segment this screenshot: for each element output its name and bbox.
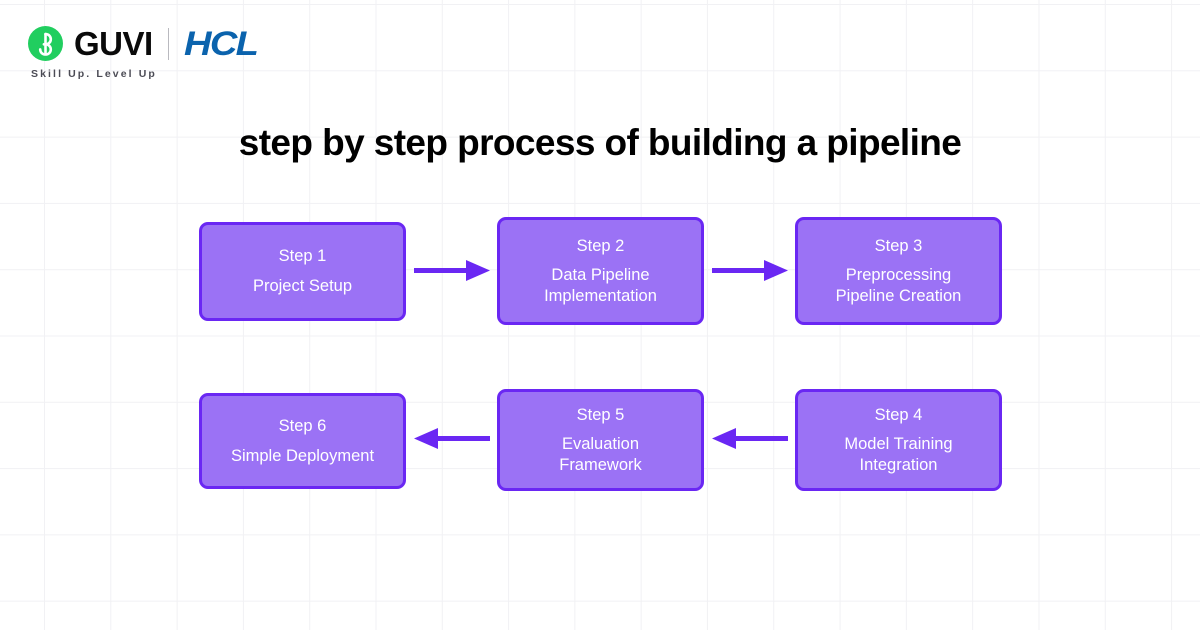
guvi-logo-icon (28, 26, 63, 61)
step-box-5[interactable]: Step 5 Evaluation Framework (497, 389, 704, 491)
brand-divider (167, 27, 169, 60)
step-1-label: Step 1 (278, 247, 327, 266)
step-box-4[interactable]: Step 4 Model Training Integration (795, 389, 1002, 491)
step-3-label: Step 3 (874, 236, 923, 255)
step-box-3[interactable]: Step 3 Preprocessing Pipeline Creation (795, 217, 1002, 325)
page-title: step by step process of building a pipel… (238, 122, 962, 163)
step-box-2[interactable]: Step 2 Data Pipeline Implementation (497, 217, 704, 325)
guvi-wordmark: GUVI (74, 25, 153, 62)
step-1-description: Project Setup (252, 277, 353, 295)
step-6-description: Simple Deployment (230, 446, 375, 465)
arrow-right-icon-step1-step2 (414, 258, 490, 284)
brand-logo-row: GUVI HCL (28, 25, 259, 62)
brand-tagline: Skill Up. Level Up (31, 68, 157, 80)
step-box-1[interactable]: Step 1 Project Setup (199, 222, 406, 321)
step-2-description: Data Pipeline Implementation (544, 266, 657, 305)
step-4-description: Model Training Integration (844, 435, 953, 474)
step-2-label: Step 2 (576, 236, 625, 255)
step-4-label: Step 4 (874, 405, 923, 424)
brand-header: GUVI HCL Skill Up. Level Up (28, 25, 259, 80)
step-3-description: Preprocessing Pipeline Creation (835, 266, 962, 305)
step-6-label: Step 6 (278, 416, 327, 435)
step-5-label: Step 5 (576, 405, 625, 424)
arrow-left-icon-step5-step6 (414, 426, 490, 452)
step-5-description: Evaluation Framework (559, 435, 642, 474)
hcl-wordmark: HCL (183, 24, 259, 63)
arrow-right-icon-step2-step3 (712, 258, 788, 284)
arrow-left-icon-step4-step5 (712, 426, 788, 452)
step-box-6[interactable]: Step 6 Simple Deployment (199, 393, 406, 489)
